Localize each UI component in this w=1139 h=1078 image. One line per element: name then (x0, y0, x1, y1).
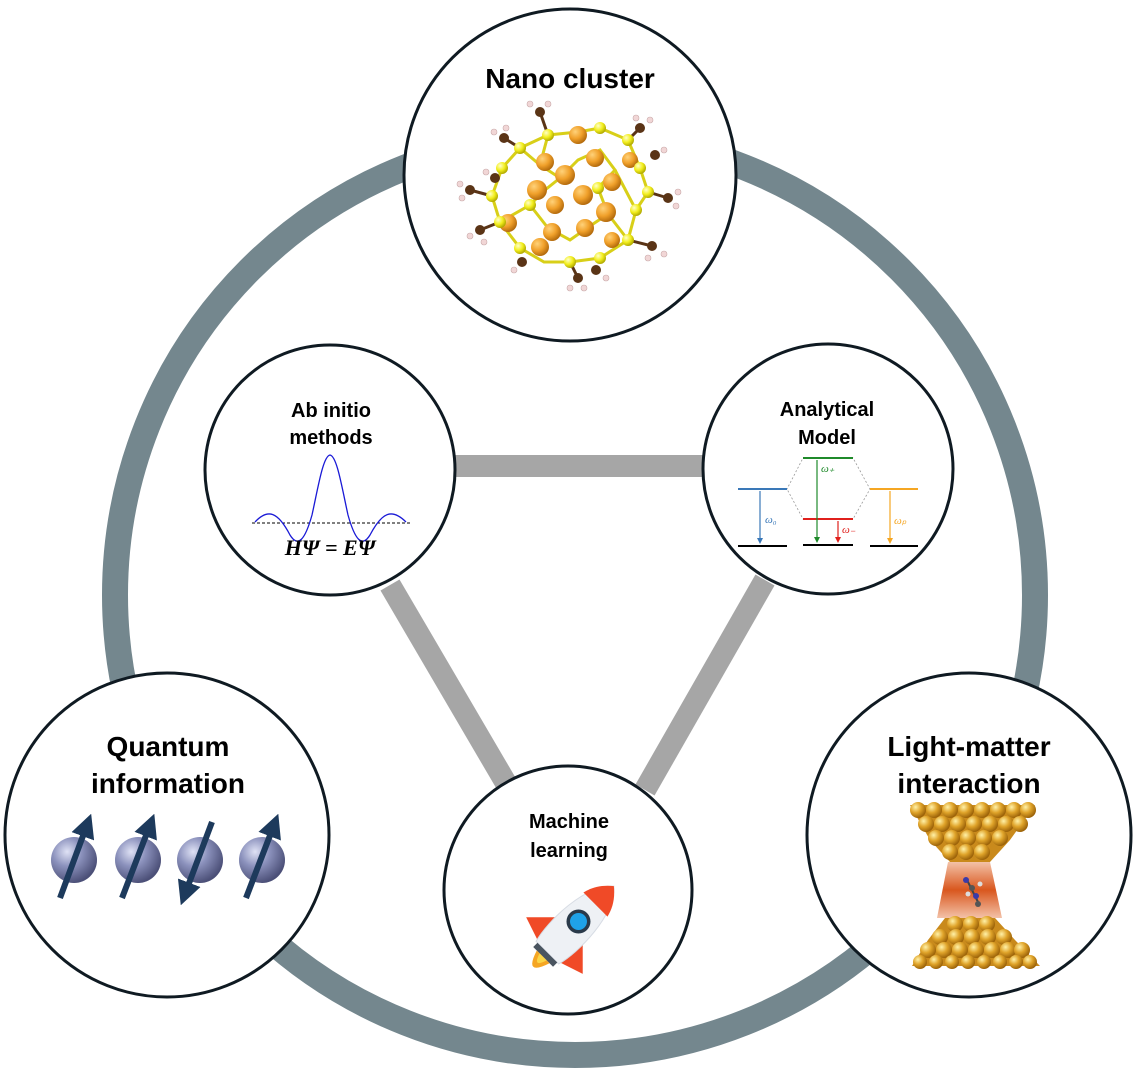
quantum-label-line2: information (91, 768, 245, 799)
ab-initio-label-line2: methods (289, 427, 372, 449)
machine-learning-label-line1: Machine (529, 811, 609, 833)
node-nano-cluster: Nano cluster (402, 7, 738, 343)
qubit-spin-2 (115, 813, 161, 900)
node-analytical-model: Analytical Model ω₀ ω₊ ω₋ ωₚ (701, 342, 955, 596)
hydrogen-atoms (456, 100, 682, 292)
light-matter-label-line2: interaction (897, 768, 1040, 799)
gold-tip-top (910, 802, 1036, 862)
node-ab-initio: Ab initio methods HΨ = EΨ (203, 343, 457, 597)
label-omega0: ω₀ (765, 514, 777, 526)
machine-learning-circle (442, 764, 694, 1016)
node-machine-learning: Machine learning (442, 764, 694, 1016)
rocket-icon (526, 885, 615, 974)
nano-cluster-label: Nano cluster (485, 63, 655, 94)
quantum-label-line1: Quantum (107, 731, 230, 762)
node-quantum-information: Quantum information (3, 671, 331, 999)
nano-cluster-molecule (456, 100, 682, 292)
ab-initio-label-line1: Ab initio (291, 400, 371, 422)
gold-atoms (499, 126, 638, 256)
wavefunction-curve (254, 454, 407, 542)
schrodinger-equation: HΨ = EΨ (284, 535, 377, 560)
label-omega-plus: ω₊ (821, 463, 835, 475)
light-beam (937, 862, 1002, 918)
analytical-label-line2: Model (798, 427, 856, 449)
analytical-label-line1: Analytical (780, 399, 874, 421)
quantum-circle (3, 671, 331, 999)
inner-links (380, 455, 775, 796)
gap-molecule (963, 877, 983, 907)
sulfur-atoms (486, 122, 654, 268)
qubit-spin-1 (51, 813, 97, 900)
qubit-spin-3 (177, 820, 223, 906)
node-light-matter: Light-matter interaction (805, 671, 1133, 999)
machine-learning-label-line2: learning (530, 840, 608, 862)
carbon-atoms (465, 107, 673, 283)
label-omegap: ωₚ (894, 515, 907, 527)
qubit-spin-4 (239, 813, 285, 900)
link-analytical-ml (635, 574, 775, 796)
light-matter-label-line1: Light-matter (887, 731, 1050, 762)
qubit-spins (51, 813, 285, 906)
ab-initio-circle (203, 343, 457, 597)
link-abinitio-ml (380, 579, 520, 796)
gold-tip-bottom (912, 916, 1040, 969)
label-omega-minus: ω₋ (842, 524, 856, 536)
plasmonic-nanogap (910, 802, 1040, 969)
